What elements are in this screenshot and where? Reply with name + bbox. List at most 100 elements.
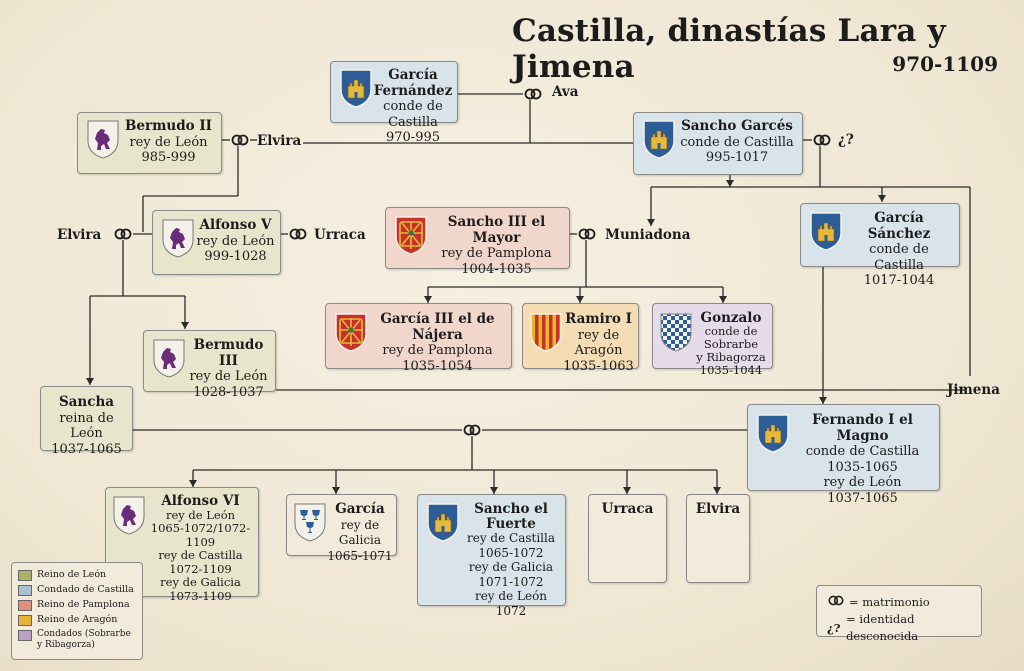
person-title: conde de Castilla xyxy=(383,99,443,130)
legend: Reino de León Condado de Castilla Reino … xyxy=(11,562,143,660)
marriage-ring-icon xyxy=(523,88,543,100)
spouse-elvira: Elvira xyxy=(257,133,302,149)
person-name: Bermudo II xyxy=(125,118,212,134)
person-dates: 1037-1065 xyxy=(827,490,898,506)
chart-subtitle: 970-1109 xyxy=(892,52,998,76)
person-gonzalo[interactable]: Gonzalo conde de Sobrarbe y Ribagorza 10… xyxy=(652,303,773,377)
person-title: rey de Castilla xyxy=(466,531,555,545)
person-ramiro-i[interactable]: Ramiro I rey de Aragón 1035-1063 xyxy=(522,303,639,374)
legend-item-leon: Reino de León xyxy=(18,569,136,581)
person-dates: 970-995 xyxy=(385,130,441,145)
person-sancho-iii[interactable]: Sancho III el Mayor rey de Pamplona 1004… xyxy=(385,207,570,277)
person-garcia-galicia[interactable]: García rey de Galicia 1065-1071 xyxy=(286,494,397,563)
person-fernando-i[interactable]: Fernando I el Magno conde de Castilla 10… xyxy=(747,404,940,506)
person-title: rey de Aragón xyxy=(574,327,623,359)
person-name: Urraca xyxy=(601,501,654,517)
castle-shield-icon xyxy=(643,120,675,159)
person-dates: 999-1028 xyxy=(204,249,267,264)
legend-label: Reino de Pamplona xyxy=(37,599,130,610)
person-urraca[interactable]: Urraca xyxy=(588,494,667,583)
person-title: rey de Pamplona xyxy=(382,343,493,358)
person-name: Alfonso VI xyxy=(161,493,240,509)
legend-swatch xyxy=(18,630,32,641)
person-title: rey de León xyxy=(189,369,268,384)
person-dates: 1035-1054 xyxy=(402,358,473,374)
person-garcia-iii[interactable]: García III el de Nájera rey de Pamplona … xyxy=(325,303,512,374)
legend-swatch xyxy=(18,585,32,596)
person-sancho-fuerte[interactable]: Sancho el Fuerte rey de Castilla 1065-10… xyxy=(417,494,566,618)
spouse-elvira: Elvira xyxy=(57,227,102,243)
legend-label: Condados (Sobrarbe y Ribagorza) xyxy=(37,629,131,650)
person-title: reina de León xyxy=(59,410,114,442)
person-sancho-garces[interactable]: Sancho Garcés conde de Castilla 995-1017 xyxy=(633,112,803,175)
chalices-shield-icon xyxy=(294,503,326,542)
person-name: Bermudo III xyxy=(193,337,264,369)
person-dates: 1004-1035 xyxy=(461,261,532,277)
marriage-ring-icon xyxy=(113,228,133,240)
spouse-ava: Ava xyxy=(552,84,579,100)
person-dates: 1035-1063 xyxy=(563,358,634,374)
legend-label: Reino de Aragón xyxy=(37,614,118,625)
key-unknown-label: = identidad desconocida xyxy=(846,612,919,643)
unknown-symbol: ¿? xyxy=(827,620,841,635)
person-title: rey de Galicia xyxy=(160,575,241,589)
bars-shield-icon xyxy=(530,313,562,352)
person-elvira[interactable]: Elvira xyxy=(686,494,750,583)
legend-label: Reino de León xyxy=(37,569,107,580)
person-dates: 1037-1065 xyxy=(51,441,122,457)
person-title: conde de Sobrarbe xyxy=(703,324,759,351)
person-title: conde de Castilla xyxy=(805,444,920,459)
checkered-shield-icon xyxy=(660,313,692,352)
key-marriage: = matrimonio xyxy=(827,594,971,611)
person-title: rey de León xyxy=(823,475,902,490)
person-alfonso-v[interactable]: Alfonso V rey de León 999-1028 xyxy=(152,210,281,275)
castle-shield-icon xyxy=(810,212,842,251)
spouse-muniadona: Muniadona xyxy=(605,227,691,243)
person-dates: 1065-1072/1072-1109 xyxy=(150,521,251,549)
castle-shield-icon xyxy=(427,503,459,542)
marriage-ring-icon xyxy=(288,228,308,240)
person-garcia-sanchez[interactable]: García Sánchez conde de Castilla 1017-10… xyxy=(800,203,960,288)
person-dates: 1071-1072 xyxy=(478,574,544,589)
person-name: Sancho el Fuerte xyxy=(474,501,548,532)
person-dates: 1028-1037 xyxy=(193,384,264,400)
person-garcia-fernandez[interactable]: García Fernández conde de Castilla 970-9… xyxy=(330,61,458,145)
castle-shield-icon xyxy=(340,69,372,108)
spouse-jimena: Jimena xyxy=(947,382,1000,398)
legend-swatch xyxy=(18,570,32,581)
person-sancha[interactable]: Sancha reina de León 1037-1065 xyxy=(40,386,133,457)
person-bermudo-ii[interactable]: Bermudo II rey de León 985-999 xyxy=(77,112,222,174)
person-dates: 1072-1109 xyxy=(169,561,232,576)
legend-swatch xyxy=(18,615,32,626)
person-dates: 1073-1109 xyxy=(169,588,232,603)
person-dates: 1017-1044 xyxy=(863,273,935,288)
marriage-ring-icon xyxy=(827,594,849,611)
person-title: conde de Castilla xyxy=(680,134,794,150)
person-dates: 1065-1072 xyxy=(478,545,544,560)
person-name: Alfonso V xyxy=(199,217,272,233)
person-dates: 1065-1071 xyxy=(327,548,393,563)
person-dates: 1035-1044 xyxy=(699,363,763,377)
person-dates: 985-999 xyxy=(141,150,196,165)
key-unknown: ¿? = identidad desconocida xyxy=(827,611,971,645)
marriage-ring-icon xyxy=(230,134,250,146)
person-bermudo-iii[interactable]: Bermudo III rey de León 1028-1037 xyxy=(143,330,276,400)
legend-swatch xyxy=(18,600,32,611)
person-title: rey de Galicia xyxy=(468,560,554,574)
spouse-unknown: ¿? xyxy=(838,132,854,148)
person-title: rey de León xyxy=(196,233,275,249)
person-title: rey de Castilla xyxy=(158,548,243,562)
person-name: García Fernández xyxy=(373,67,453,99)
lion-shield-icon xyxy=(153,339,185,378)
person-name: Ramiro I xyxy=(565,311,632,327)
lion-shield-icon xyxy=(87,120,119,159)
person-title: rey de León xyxy=(165,507,236,522)
person-name: Sancho Garcés xyxy=(681,118,793,134)
legend-item-condados: Condados (Sobrarbe y Ribagorza) xyxy=(18,629,136,650)
chains-shield-icon xyxy=(395,216,427,255)
spouse-urraca: Urraca xyxy=(314,227,366,243)
person-title: rey de Pamplona xyxy=(441,246,552,261)
marriage-ring-icon xyxy=(462,424,482,436)
chains-shield-icon xyxy=(335,313,367,352)
